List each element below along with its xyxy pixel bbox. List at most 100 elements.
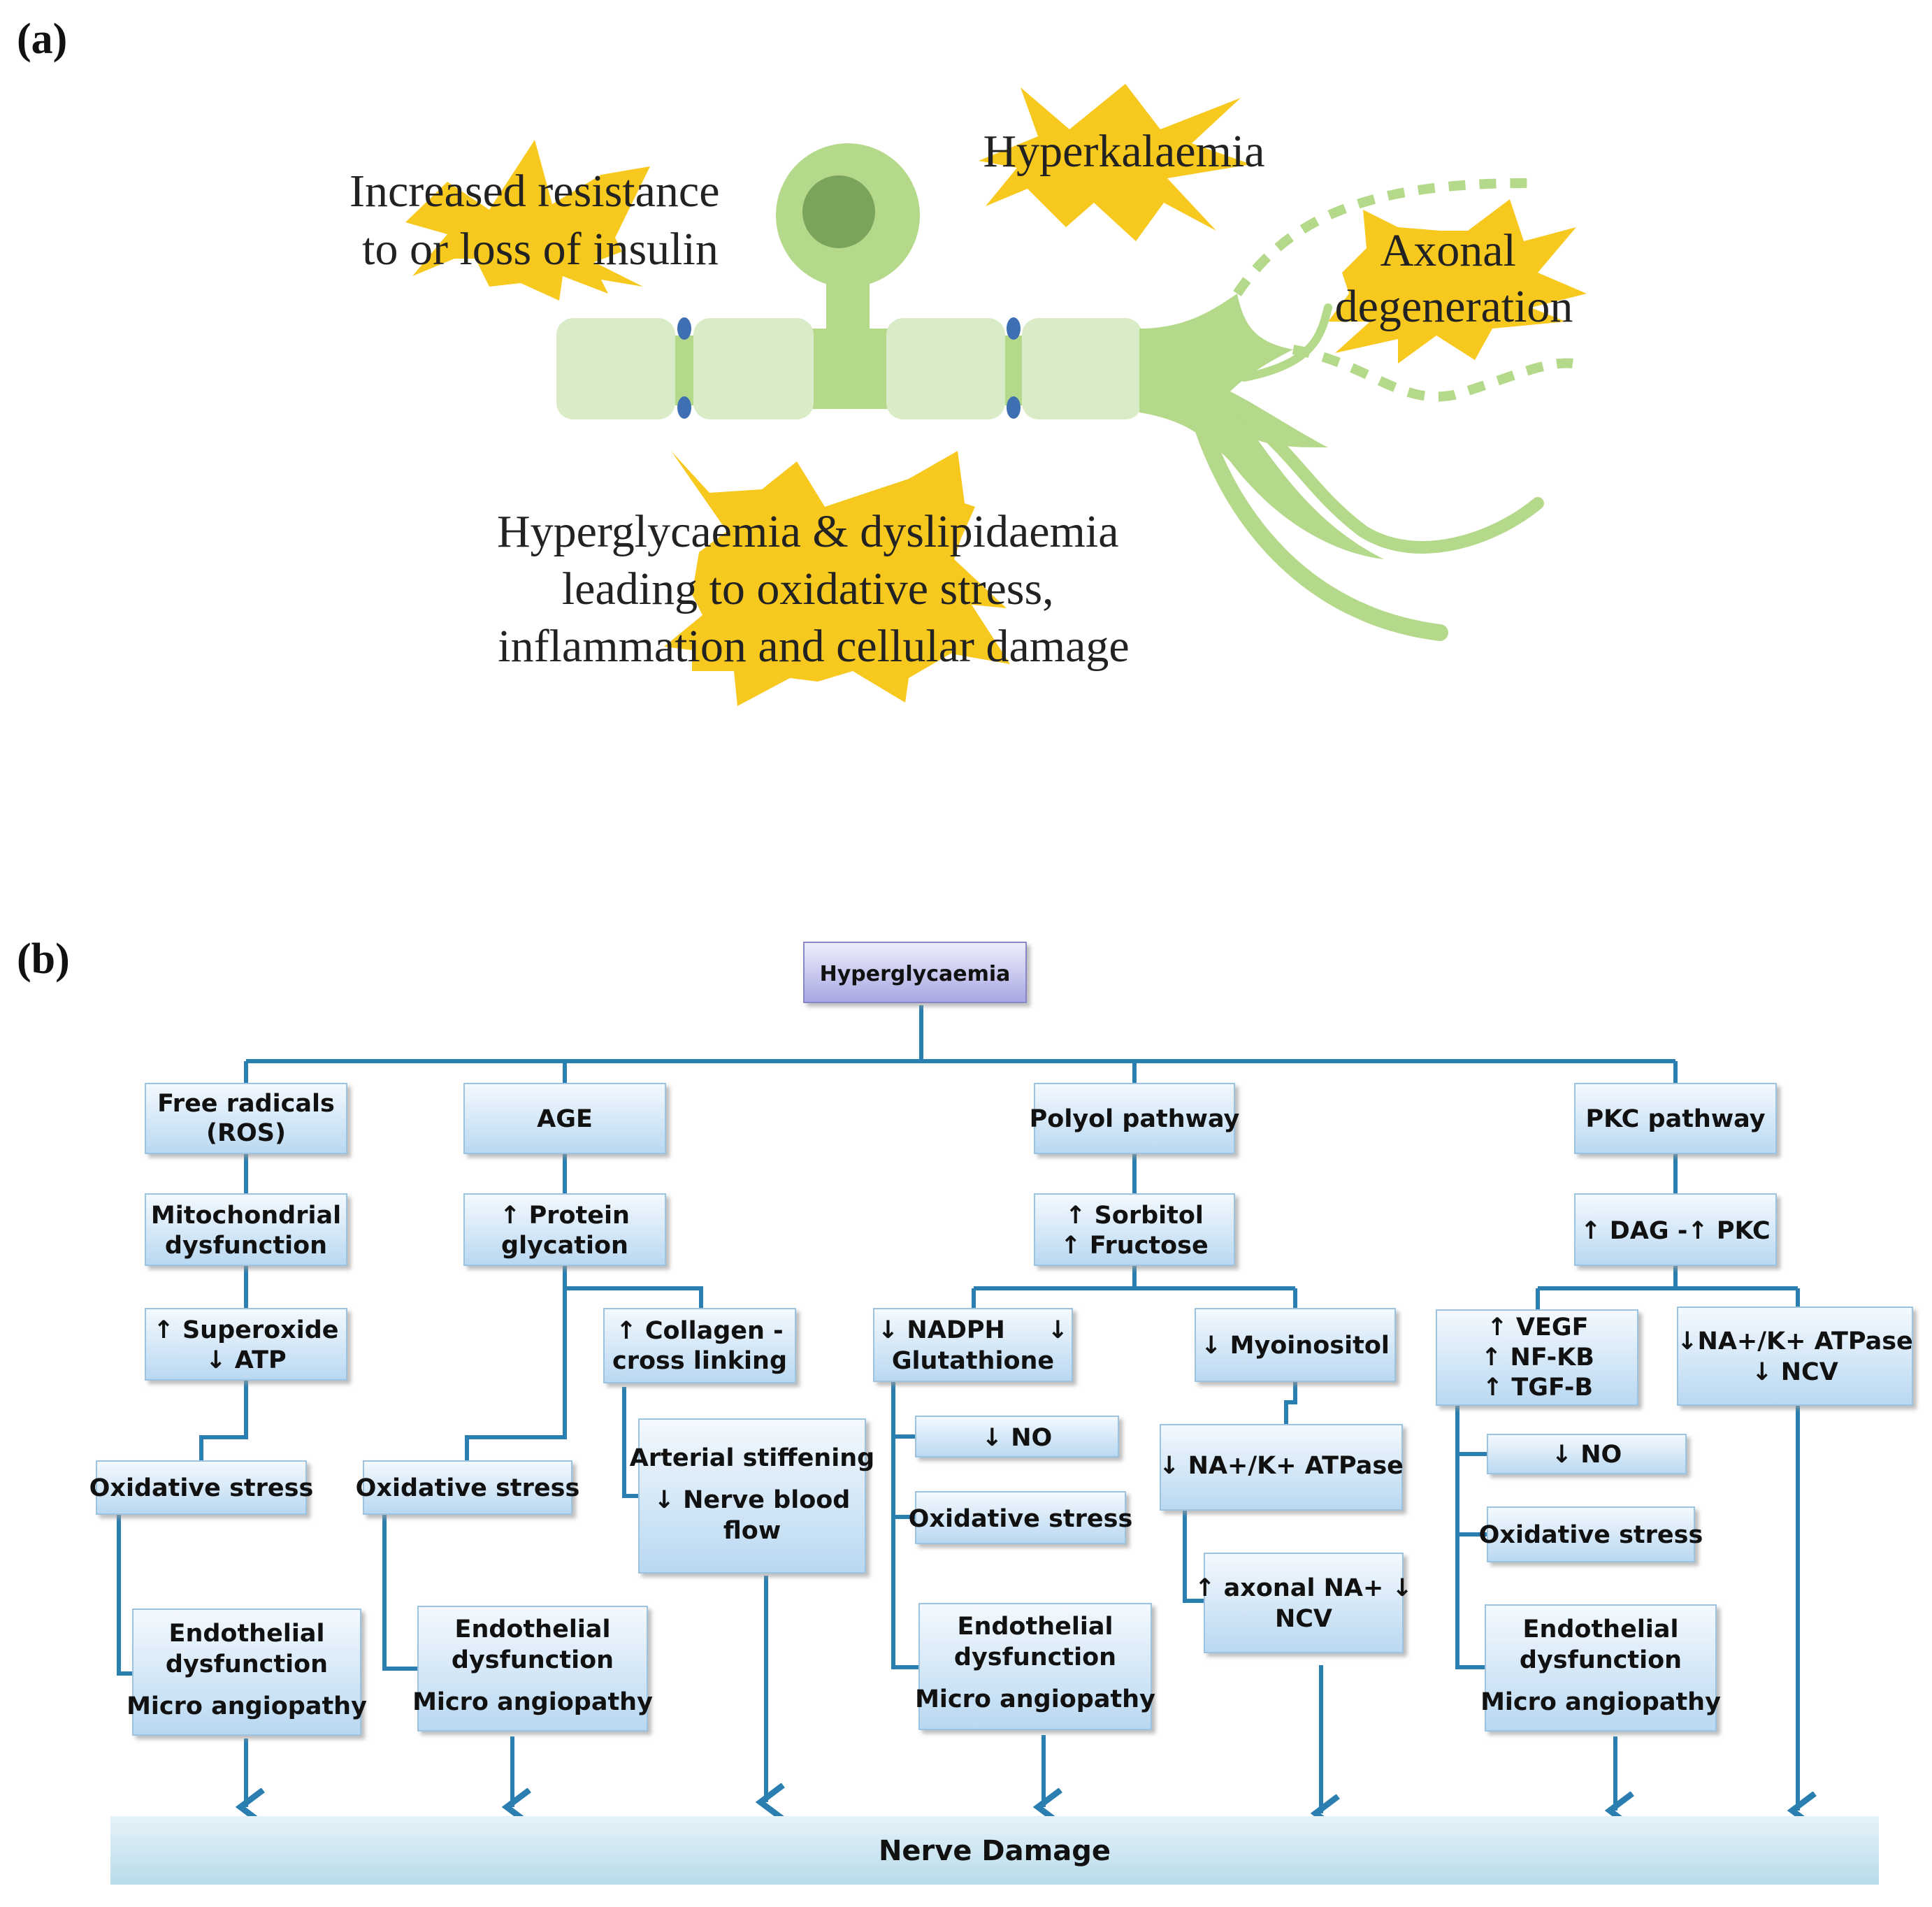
box-line: ↓ Myoinositol: [1201, 1332, 1390, 1360]
col4-oxidative-box: Oxidative stress: [1479, 1506, 1703, 1562]
terminal-branch: [1240, 303, 1332, 382]
svg-text:Free radicals(ROS): Free radicals(ROS): [157, 1090, 335, 1147]
svg-text:↑ Collagen -cross linking: ↑ Collagen -cross linking: [612, 1317, 787, 1375]
svg-text:↑ Superoxide↓ ATP: ↑ Superoxide↓ ATP: [153, 1316, 338, 1374]
box-line: ↑ TGF-B: [1483, 1374, 1593, 1402]
box-line: Oxidative stress: [909, 1505, 1133, 1533]
col4-step1-box: ↑ DAG -↑ PKC: [1574, 1193, 1777, 1266]
axonal-label-line: degeneration: [1335, 281, 1573, 332]
box-line: ↑ Superoxide: [153, 1316, 338, 1344]
box-line: Micro angiopathy: [915, 1685, 1155, 1713]
col2-oxidative-box: Oxidative stress: [356, 1460, 580, 1515]
box-line: Oxidative stress: [356, 1474, 580, 1502]
box-line: Mitochondrial: [151, 1202, 341, 1230]
col3-step1-box: ↑ Sorbitol↑ Fructose: [1034, 1193, 1235, 1266]
box-line: Arterial stiffening: [630, 1444, 874, 1472]
hyperglycaemia-label-line: inflammation and cellular damage: [498, 621, 1129, 672]
box-line: ↑ NF-KB: [1481, 1344, 1594, 1372]
col4-no-box: ↓ NO: [1487, 1434, 1687, 1474]
hyperkalaemia-label: Hyperkalaemia: [983, 126, 1264, 177]
svg-text:↑ VEGF↑ NF-KB↑ TGF-B: ↑ VEGF ↑ NF-KB↑ TGF-B: [1481, 1314, 1594, 1402]
box-line: dysfunction: [1520, 1646, 1682, 1674]
box-line: Micro angiopathy: [127, 1692, 367, 1720]
col4-head-box: PKC pathway: [1574, 1083, 1777, 1154]
hyperglycaemia-star: [664, 451, 1010, 706]
col1-step2-box: ↑ Superoxide↓ ATP: [145, 1308, 347, 1381]
box-line: PKC pathway: [1585, 1105, 1765, 1133]
box-line: AGE: [537, 1105, 593, 1133]
axonal-label: Axonal degeneration: [1335, 225, 1573, 332]
connector: [199, 1380, 248, 1461]
nerve-damage-bar: Nerve Damage: [110, 1816, 1879, 1885]
terminal-branch: [1194, 418, 1448, 641]
connector: [565, 1286, 703, 1309]
box-line: Micro angiopathy: [1480, 1688, 1721, 1716]
col3-myoinositol-box: ↓ Myoinositol: [1195, 1308, 1396, 1382]
myelin-sheath-2: [693, 318, 814, 419]
panel-b-label: (b): [17, 935, 70, 983]
hyperglycaemia-label: Hyperglycaemia & dyslipidaemia leading t…: [497, 506, 1130, 672]
box-line: ↑ Protein: [500, 1202, 630, 1230]
box-line: dysfunction: [165, 1232, 327, 1260]
col3-nadph-box: ↓ NADPH ↓ Glutathione: [873, 1308, 1073, 1382]
box-line: dysfunction: [954, 1643, 1116, 1671]
nerve-damage-arrows: [246, 1405, 1798, 1813]
box-line: NCV: [1275, 1605, 1332, 1633]
box-line: ↑ VEGF: [1487, 1314, 1588, 1341]
connector: [891, 1381, 919, 1669]
box-line: dysfunction: [166, 1650, 328, 1678]
degenerating-branch: [1292, 345, 1573, 402]
box-line: Endothelial: [1523, 1615, 1679, 1643]
box-line: Oxidative stress: [1479, 1521, 1703, 1549]
myelin-sheath-1: [556, 318, 675, 419]
node-of-ranvier: [677, 317, 691, 340]
box-line: ↓NA+/K+ ATPase: [1677, 1327, 1913, 1355]
connector: [1183, 1510, 1204, 1603]
svg-text:↓ NADPH ↓Glutathione: ↓ NADPH ↓ Glutathione: [878, 1316, 1068, 1375]
col4-vegf-box: ↑ VEGF ↑ NF-KB↑ TGF-B: [1436, 1309, 1638, 1406]
box-line: Free radicals: [157, 1090, 335, 1118]
connector: [117, 1514, 133, 1676]
box-line: ↓ NCV: [1752, 1358, 1838, 1386]
insulin-label: Increased resistance to or loss of insul…: [349, 166, 731, 275]
col3-atpase-box: ↓ NA+/K+ ATPase: [1159, 1424, 1404, 1511]
box-line: ↓ Nerve blood: [654, 1486, 851, 1514]
box-line: Glutathione: [892, 1347, 1054, 1375]
col2-arterial-box: Arterial stiffening ↓ Nerve blood flow: [630, 1418, 874, 1574]
node-of-ranvier: [1007, 396, 1021, 419]
col3-head-box: Polyol pathway: [1030, 1083, 1240, 1154]
connector: [622, 1387, 639, 1498]
svg-text:Arterial stiffening↓ Nerve blo: Arterial stiffening ↓ Nerve blood flow: [630, 1444, 874, 1545]
box-line: flow: [723, 1517, 781, 1545]
box-line: cross linking: [612, 1347, 787, 1375]
svg-text:↓NA+/K+ ATPase↓ NCV: ↓NA+/K+ ATPase ↓ NCV: [1677, 1327, 1913, 1386]
box-line: ↓ NA+/K+ ATPase: [1159, 1452, 1404, 1480]
root-label: Hyperglycaemia: [820, 962, 1011, 986]
box-line: Micro angiopathy: [412, 1688, 653, 1716]
neuron-nucleus: [802, 175, 875, 248]
node-of-ranvier: [677, 396, 691, 419]
insulin-label-line: Increased resistance: [349, 166, 720, 217]
root-box: Hyperglycaemia: [803, 942, 1027, 1003]
box-line: ↓ NADPH ↓: [878, 1316, 1068, 1344]
col3-oxidative-box: Oxidative stress: [909, 1491, 1133, 1544]
insulin-label-line: to or loss of insulin: [362, 224, 719, 275]
hyperglycaemia-label-line: Hyperglycaemia & dyslipidaemia: [497, 506, 1119, 557]
box-line: ↑ Fructose: [1060, 1232, 1208, 1260]
neuron-illustration: [556, 143, 1573, 641]
connector: [465, 1265, 567, 1461]
connector: [1284, 1381, 1297, 1425]
degenerating-branch: [1233, 178, 1538, 296]
box-line: Endothelial: [169, 1620, 325, 1648]
col2-head-box: AGE: [463, 1083, 666, 1154]
box-line: ↑ axonal NA+ ↓: [1195, 1574, 1413, 1602]
